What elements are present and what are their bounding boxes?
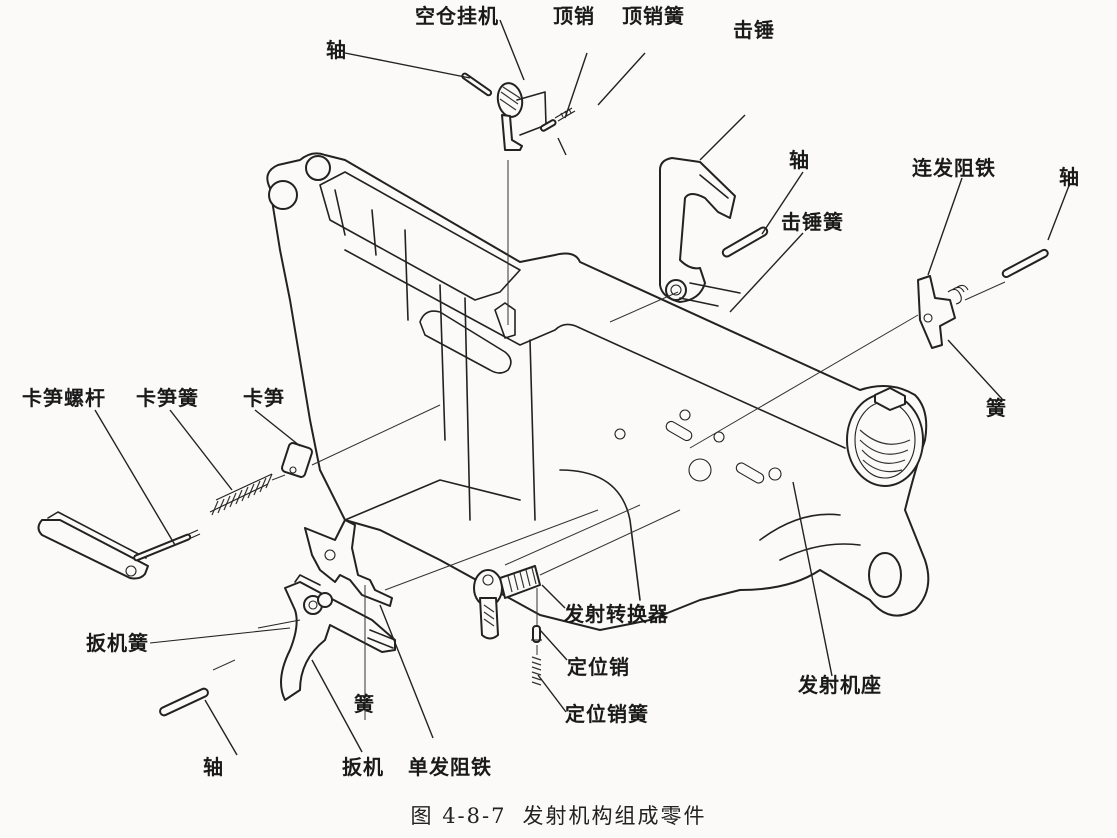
label-plunger-spring: 顶销簧: [622, 4, 685, 28]
label-trigger-spring: 扳机簧: [86, 631, 149, 655]
magazine-catch-drawing: [37, 404, 441, 580]
figure-number: 图 4-8-7: [410, 804, 507, 828]
hammer-drawing: [609, 114, 804, 323]
label-hammer-spring: 击锤簧: [781, 210, 844, 234]
selector-drawing: [473, 504, 681, 713]
label-detent-spring: 定位销簧: [565, 702, 649, 726]
label-lower-receiver: 发射机座: [798, 673, 882, 697]
label-disconnector: 单发阻铁: [408, 755, 492, 779]
trigger-group-drawing: [149, 509, 599, 756]
bolt-catch-drawing: [344, 19, 646, 325]
label-plunger: 顶销: [553, 4, 595, 28]
figure-caption: 图 4-8-7 发射机构组成零件: [0, 800, 1117, 830]
catch-spring-coil: [209, 473, 273, 516]
label-disconnector-spring: 簧: [354, 692, 375, 716]
label-hammer-pin: 轴: [789, 148, 810, 172]
label-auto-sear-spring: 簧: [986, 396, 1007, 420]
label-catch-screw: 卡笋螺杆: [22, 386, 106, 410]
figure-title: 发射机构组成零件: [522, 804, 707, 828]
label-magazine-catch: 卡笋: [243, 386, 285, 410]
label-detent: 定位销: [567, 655, 630, 679]
label-trigger: 扳机: [342, 755, 384, 779]
label-hold-open-pin: 轴: [326, 38, 347, 62]
label-catch-spring: 卡笋簧: [136, 386, 199, 410]
label-auto-sear: 连发阻铁: [912, 156, 996, 180]
label-selector: 发射转换器: [564, 602, 669, 626]
label-trigger-pin: 轴: [203, 755, 224, 779]
lower-receiver-leader: [792, 481, 833, 677]
auto-sear-drawing: [689, 177, 1071, 449]
label-bolt-catch: 空仓挂机: [415, 4, 499, 28]
label-hammer: 击锤: [733, 18, 775, 42]
label-auto-sear-pin: 轴: [1059, 165, 1080, 189]
lower-receiver-drawing: [266, 152, 930, 631]
